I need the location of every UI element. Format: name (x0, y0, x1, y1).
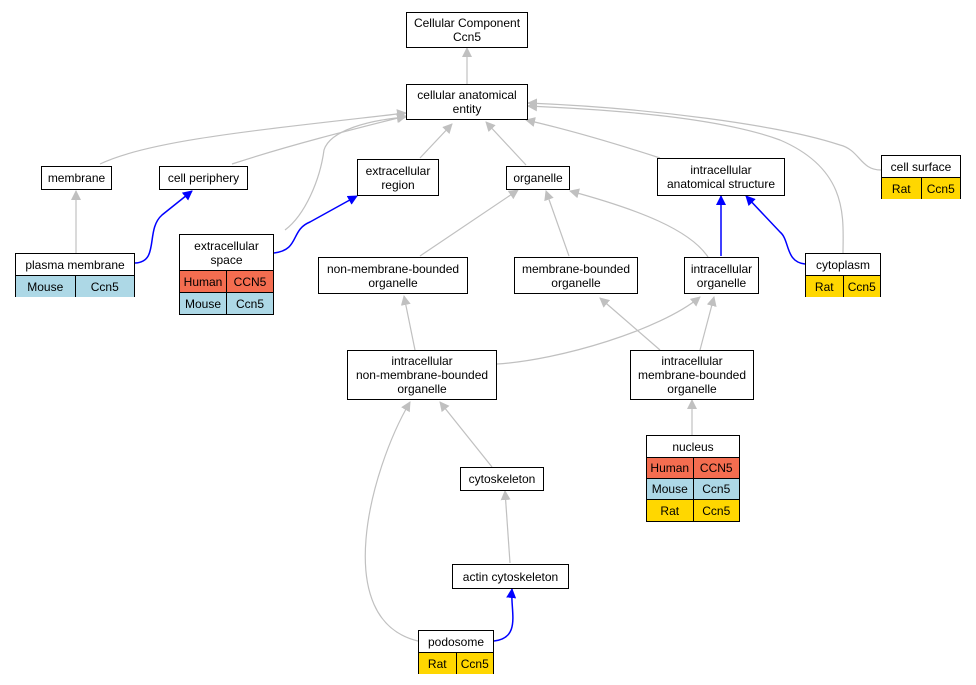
node-label: nucleus (672, 439, 714, 454)
node-cytoskeleton[interactable]: cytoskeleton (460, 467, 544, 491)
edge-podosome-to-inmbo (364, 401, 419, 642)
edge-extracellularregion-to-cae (419, 123, 453, 159)
edge-ias-to-cae (525, 117, 661, 159)
gene-cell: Ccn5 (692, 500, 740, 521)
node-label: actin cytoskeleton (462, 569, 559, 584)
species-cell: Rat (814, 279, 834, 294)
edge-cytoplasm-to-ias (745, 195, 806, 265)
edge-cellsurface-to-cae (527, 98, 882, 171)
node-cell-surface[interactable]: cell surface Rat Ccn5 (881, 155, 961, 199)
node-actin-cytoskeleton[interactable]: actin cytoskeleton (452, 564, 569, 589)
node-line: membrane-bounded (521, 261, 631, 276)
node-line: entity (452, 102, 482, 116)
node-line: cellular anatomical (417, 88, 517, 102)
species-cell: Mouse (651, 482, 688, 496)
species-cell: Human (183, 274, 223, 289)
node-line: organelle (368, 275, 418, 290)
species-cell: Mouse (27, 279, 64, 294)
gene-cell: Ccn5 (74, 276, 135, 297)
edge-extracellularspace-to-cae (284, 112, 407, 231)
edge-plasmamembrane-to-cellperiphery (134, 190, 193, 264)
edge-extracellularspace-to-extracellularregion (273, 195, 358, 254)
node-line: anatomical structure (666, 177, 776, 191)
edge-inmbo-to-nmbo (400, 295, 416, 351)
node-line: intracellular (391, 354, 453, 368)
node-line: non-membrane-bounded (355, 368, 489, 382)
gene-cell: Ccn5 (920, 178, 961, 199)
edge-organelle-to-cae (485, 121, 527, 166)
node-line: space (210, 252, 243, 267)
node-line: intracellular (690, 261, 753, 276)
edge-cellperiphery-to-cae (231, 113, 407, 165)
node-organelle[interactable]: organelle (506, 166, 570, 190)
node-plasma-membrane[interactable]: plasma membrane Mouse Ccn5 (15, 253, 135, 297)
node-label: cell surface (890, 159, 952, 174)
node-line: Ccn5 (452, 30, 481, 44)
node-line: organelle (696, 275, 747, 290)
node-cytoplasm[interactable]: cytoplasm Rat Ccn5 (805, 253, 881, 297)
gene-cell: Ccn5 (692, 479, 740, 499)
node-line: Cellular Component (413, 16, 521, 30)
edge-actin-to-cytoskeleton (500, 490, 511, 564)
node-line: region (381, 177, 415, 192)
edge-mbo-to-organelle (544, 190, 570, 257)
species-cell: Mouse (184, 296, 222, 311)
edge-nmbo-to-organelle (419, 189, 519, 257)
species-cell: Rat (660, 503, 680, 518)
node-label: cell periphery (167, 171, 240, 185)
node-line: extracellular (194, 238, 259, 253)
species-cell: Rat (427, 656, 447, 671)
node-line: extracellular (365, 163, 431, 178)
edge-podosome-to-actin (493, 588, 517, 642)
node-line: organelle (667, 382, 717, 396)
gene-cell: Ccn5 (842, 276, 881, 297)
edge-imbo-to-intorganelle (699, 296, 717, 351)
node-line: membrane-bounded (637, 368, 747, 382)
edge-membrane-to-cae (99, 109, 407, 165)
species-cell: Human (650, 461, 690, 475)
node-label: plasma membrane (25, 257, 125, 272)
node-line: intracellular (690, 163, 752, 177)
node-label: membrane (47, 171, 106, 185)
gene-cell: CCN5 (692, 458, 740, 478)
edge-cytoplasm-to-cae (527, 101, 844, 255)
node-label: organelle (513, 171, 563, 185)
node-line: intracellular (661, 354, 723, 368)
gene-cell: Ccn5 (455, 653, 494, 674)
node-label: podosome (427, 634, 485, 649)
edge-inmbo-to-intorganelle (496, 296, 701, 365)
node-cell-periphery[interactable]: cell periphery (159, 166, 248, 190)
node-line: organelle (397, 382, 447, 396)
node-label: cytoskeleton (468, 472, 536, 486)
node-line: organelle (551, 275, 601, 290)
edge-cytoskeleton-to-inmbo (439, 401, 493, 468)
node-nucleus[interactable]: nucleus Human CCN5 Mouse Ccn5 Rat Ccn5 (646, 435, 740, 522)
node-membrane[interactable]: membrane (41, 166, 112, 190)
node-podosome[interactable]: podosome Rat Ccn5 (418, 630, 494, 674)
edge-imbo-to-mbo (599, 297, 661, 351)
edge-intorganelle-to-organelle (569, 188, 709, 258)
gene-cell: CCN5 (226, 271, 273, 292)
node-label: cytoplasm (815, 257, 871, 272)
gene-cell: Ccn5 (226, 293, 273, 314)
species-cell: Rat (891, 181, 911, 196)
node-line: non-membrane-bounded (326, 261, 460, 276)
